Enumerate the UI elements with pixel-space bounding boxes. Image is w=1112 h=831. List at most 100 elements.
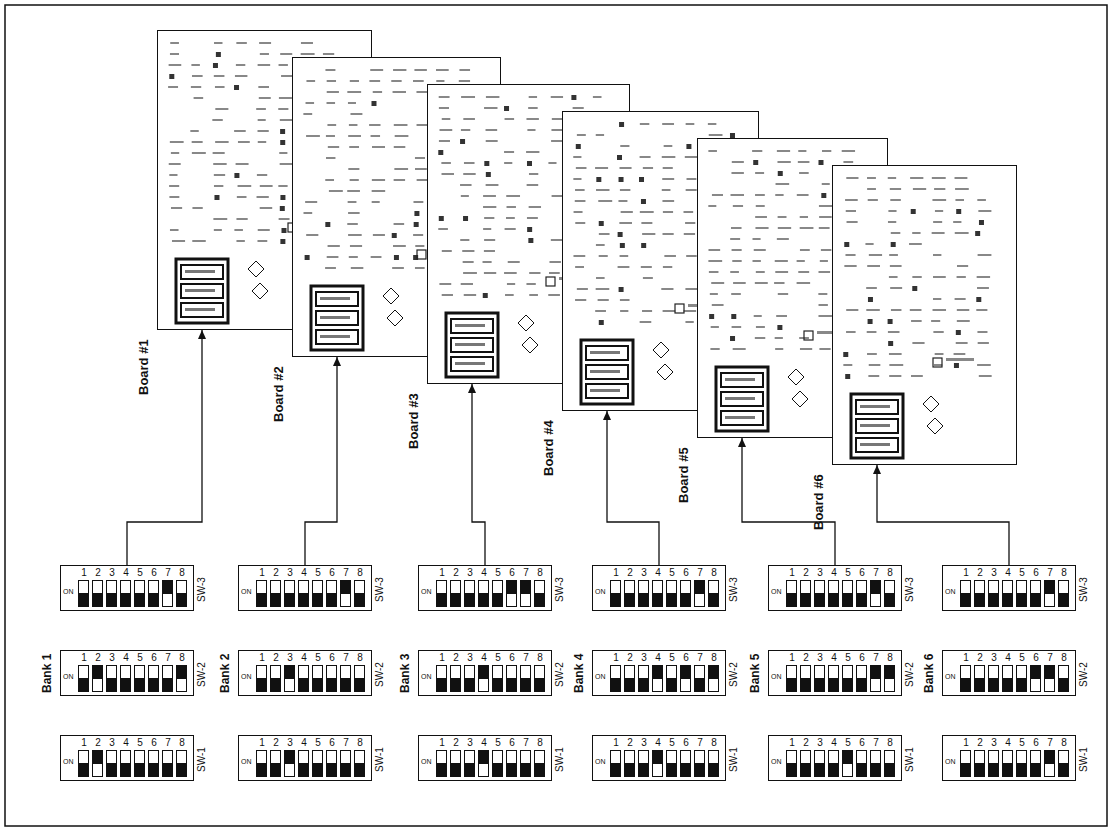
toggle-cell bbox=[708, 665, 719, 692]
toggle-cell bbox=[492, 580, 503, 607]
dip-switch: ON12345678SW-1 bbox=[768, 735, 902, 781]
trace-mark bbox=[394, 168, 408, 170]
component-dot bbox=[821, 193, 826, 198]
switch-number: 5 bbox=[311, 568, 325, 578]
toggle-lever bbox=[93, 666, 102, 679]
toggle-lever bbox=[299, 678, 308, 691]
toggle-lever bbox=[787, 593, 796, 606]
component-dot bbox=[305, 255, 310, 260]
component-dot bbox=[596, 177, 601, 182]
component-dot bbox=[463, 216, 468, 221]
trace-mark bbox=[776, 183, 790, 185]
switch-number: 5 bbox=[311, 653, 325, 663]
trace-mark bbox=[756, 271, 765, 273]
dip-switch: ON12345678SW-3 bbox=[60, 565, 194, 611]
trace-mark bbox=[889, 276, 898, 278]
toggle-lever bbox=[611, 678, 620, 691]
toggle-cell bbox=[492, 750, 503, 777]
toggle-lever bbox=[451, 593, 460, 606]
trace-mark bbox=[664, 145, 673, 147]
toggle-lever bbox=[815, 763, 824, 776]
trace-mark bbox=[845, 254, 855, 256]
component-dot bbox=[976, 297, 981, 302]
toggle-cell bbox=[1044, 750, 1055, 777]
trace-mark bbox=[349, 124, 358, 126]
trace-mark bbox=[868, 199, 878, 201]
toggle-cell bbox=[786, 665, 797, 692]
trace-mark bbox=[391, 80, 401, 82]
trace-mark bbox=[192, 152, 206, 154]
trace-mark bbox=[238, 185, 252, 187]
switch-number: 8 bbox=[533, 653, 547, 663]
trace-mark bbox=[350, 113, 362, 115]
toggle-cell bbox=[148, 750, 159, 777]
toggle-cell bbox=[534, 580, 545, 607]
trace-mark bbox=[575, 200, 586, 202]
trace-mark bbox=[436, 80, 444, 82]
trace-mark bbox=[372, 201, 380, 203]
toggle-cell bbox=[1058, 665, 1069, 692]
trace-mark bbox=[327, 124, 336, 126]
toggle-lever bbox=[313, 593, 322, 606]
toggle-cell bbox=[134, 750, 145, 777]
toggle-lever bbox=[801, 678, 810, 691]
trace-mark bbox=[977, 364, 991, 366]
trace-mark bbox=[575, 189, 585, 191]
trace-mark bbox=[933, 254, 941, 256]
trace-mark bbox=[620, 255, 629, 257]
trace-mark bbox=[755, 337, 765, 339]
trace-mark bbox=[529, 206, 541, 208]
trace-mark bbox=[687, 178, 697, 180]
dip-switch-outline bbox=[586, 346, 628, 360]
switch-label: SW-1 bbox=[905, 747, 915, 772]
switch-number: 6 bbox=[505, 568, 519, 578]
trace-mark bbox=[777, 161, 790, 163]
switch-number: 3 bbox=[105, 738, 119, 748]
toggle-lever bbox=[653, 666, 662, 679]
trace-mark bbox=[891, 232, 901, 234]
trace-mark bbox=[483, 206, 496, 208]
trace-mark bbox=[279, 64, 288, 66]
component-dot bbox=[686, 144, 691, 149]
toggle-cell bbox=[1058, 750, 1069, 777]
component-dot bbox=[504, 106, 509, 111]
toggle-lever bbox=[801, 763, 810, 776]
trace-mark bbox=[464, 294, 476, 296]
trace-mark bbox=[819, 348, 830, 350]
dip-switch: ON12345678SW-1 bbox=[238, 735, 372, 781]
trace-mark bbox=[933, 276, 946, 278]
toggle-lever bbox=[843, 751, 852, 764]
toggle-lever bbox=[681, 666, 690, 679]
trace-mark bbox=[575, 266, 584, 268]
toggle-lever bbox=[341, 678, 350, 691]
toggle-lever bbox=[93, 751, 102, 764]
toggle-lever bbox=[1059, 678, 1068, 691]
toggle-cell bbox=[270, 580, 281, 607]
switch-number: 1 bbox=[959, 653, 973, 663]
trace-mark bbox=[279, 152, 287, 154]
toggle-lever bbox=[257, 763, 266, 776]
circuit-board: Board #6 bbox=[832, 165, 1017, 465]
toggle-cell bbox=[988, 750, 999, 777]
toggle-lever bbox=[961, 763, 970, 776]
switch-label: SW-3 bbox=[375, 577, 385, 602]
trace-mark bbox=[439, 107, 449, 109]
component-dot bbox=[818, 160, 823, 165]
mounting-diamond bbox=[657, 364, 673, 380]
switch-number: 8 bbox=[883, 653, 897, 663]
trace-mark bbox=[438, 228, 448, 230]
switch-number: 4 bbox=[1001, 738, 1015, 748]
switch-number: 1 bbox=[435, 653, 449, 663]
leader-arrow bbox=[607, 411, 659, 565]
trace-mark bbox=[888, 331, 900, 333]
trace-mark bbox=[170, 42, 179, 44]
mounting-diamond bbox=[788, 369, 804, 385]
switch-number: 3 bbox=[813, 568, 827, 578]
toggle-lever bbox=[709, 666, 718, 679]
toggle-lever bbox=[341, 581, 350, 594]
trace-mark bbox=[194, 97, 204, 99]
trace-mark bbox=[683, 310, 696, 312]
bank-label: Bank 2 bbox=[219, 654, 231, 693]
switch-number: 3 bbox=[637, 568, 651, 578]
trace-mark bbox=[306, 80, 315, 82]
